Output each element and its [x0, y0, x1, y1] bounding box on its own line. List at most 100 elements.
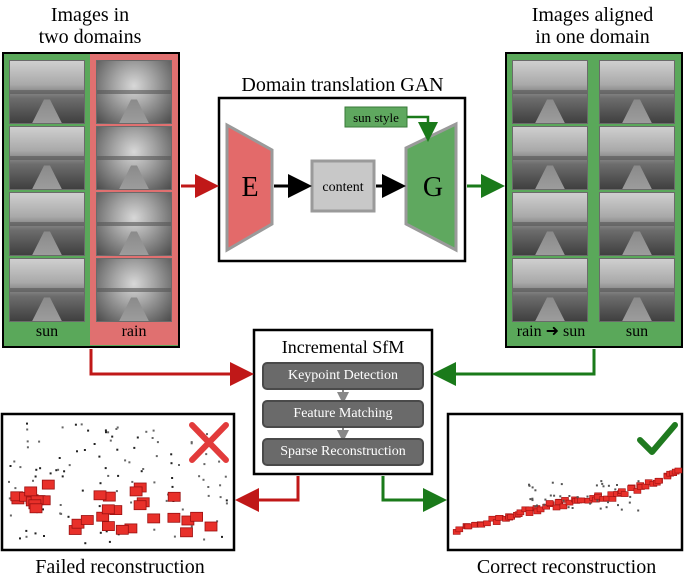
correct-sparse-point [528, 483, 530, 486]
correct-sparse-point [637, 509, 640, 512]
failed-sparse-point [225, 499, 228, 502]
failed-sparse-point [9, 514, 12, 517]
failed-camera-pose [129, 486, 143, 497]
failed-sparse-point [152, 429, 155, 432]
correct-sparse-point [589, 502, 592, 505]
correct-sparse-point [531, 499, 534, 502]
correct-sparse-point [596, 499, 599, 502]
failed-sparse-point [115, 428, 118, 430]
correct-sparse-point [567, 506, 570, 509]
failed-sparse-point [67, 515, 70, 518]
failed-sparse-point [76, 450, 78, 453]
failed-sparse-point [116, 426, 119, 429]
failed-sparse-point [216, 520, 219, 523]
failed-sparse-point [55, 469, 58, 472]
failed-sparse-point [117, 474, 120, 477]
failed-sparse-point [155, 455, 158, 458]
failed-sparse-point [63, 470, 66, 473]
right-arrow-icon: ➜ [545, 323, 560, 340]
failed-sparse-point [124, 459, 127, 462]
correct-camera-pose [516, 509, 525, 516]
correct-reconstruction-panel [446, 412, 684, 552]
correct-sparse-point [553, 494, 556, 497]
failed-camera-pose [102, 521, 115, 531]
failed-sparse-point [131, 480, 134, 483]
rain-column-label: rain [121, 323, 147, 340]
failed-sparse-point [59, 504, 62, 506]
failed-sparse-point [171, 485, 174, 488]
rain-image-1 [96, 60, 172, 124]
failed-sparse-point [224, 475, 227, 478]
left-caption-line1: Images in [50, 4, 130, 26]
failed-sparse-point [116, 448, 119, 451]
failed-point-cloud [8, 422, 228, 545]
correct-camera-pose [559, 503, 568, 510]
failed-sparse-point [49, 472, 52, 475]
failed-sparse-point [81, 489, 84, 492]
failed-sparse-point [156, 441, 159, 444]
failed-sparse-point [206, 433, 208, 436]
failed-sparse-point [58, 457, 61, 459]
correct-sparse-point [620, 508, 623, 511]
correct-sparse-point [616, 484, 618, 486]
rain-image-2 [96, 126, 172, 190]
rain-image-3 [96, 192, 172, 256]
failed-sparse-point [205, 453, 208, 456]
sfm-step-keypoint-detection: Keypoint Detection [262, 362, 424, 390]
failed-sparse-point [19, 466, 22, 469]
failed-sparse-point [34, 532, 37, 535]
failed-sparse-point [8, 497, 11, 500]
rain-image-4 [96, 258, 172, 322]
right-caption: Images aligned in one domain [500, 4, 685, 48]
failed-sparse-point [225, 502, 228, 505]
correct-sparse-point [599, 507, 602, 510]
failed-sparse-point [170, 462, 173, 465]
failed-camera-pose [93, 490, 107, 501]
failed-camera-pose [190, 511, 204, 522]
correct-sparse-point [559, 495, 562, 498]
correct-sparse-point [562, 499, 565, 502]
failed-sparse-point [219, 496, 222, 499]
failed-sparse-point [165, 499, 168, 502]
sfm-to-failed-arrow [235, 476, 300, 512]
failed-camera-pose [147, 513, 161, 524]
failed-sparse-point [140, 470, 143, 473]
generator-block [404, 121, 458, 253]
failed-sparse-point [190, 441, 193, 444]
failed-camera-pose [29, 503, 43, 514]
correct-sparse-point [629, 495, 632, 498]
failed-sparse-point [198, 475, 201, 478]
failed-sparse-point [59, 512, 62, 515]
correct-sparse-point [568, 495, 571, 497]
failed-sparse-point [42, 508, 44, 511]
failed-sparse-point [43, 535, 45, 537]
failed-sparse-point [153, 528, 156, 531]
encoder-block [225, 122, 274, 253]
correct-camera-pose [464, 523, 473, 530]
correct-sparse-point [551, 481, 554, 484]
failed-sparse-point [108, 540, 111, 543]
failed-sparse-point [93, 443, 96, 445]
correct-sparse-point [595, 484, 598, 487]
correct-sparse-point [600, 480, 603, 483]
correct-sparse-point [544, 498, 547, 501]
correct-sparse-point [536, 504, 538, 507]
correct-sparse-point [534, 489, 537, 492]
failed-sparse-point [8, 480, 10, 483]
correct-camera-pose [577, 497, 586, 504]
failed-sparse-point [38, 440, 41, 443]
gan-title: Domain translation GAN [241, 74, 444, 96]
aligned-to-sfm-arrow [432, 349, 596, 386]
translated-image-1 [512, 60, 588, 124]
failed-sparse-point [26, 422, 28, 425]
failed-sparse-point [25, 529, 28, 532]
failed-sparse-point [133, 446, 136, 449]
correct-sparse-point [543, 503, 546, 506]
cross-icon [189, 422, 229, 463]
correct-camera-pose [654, 477, 663, 484]
rain-to-sun-from: rain [516, 323, 542, 340]
failed-sparse-point [207, 486, 210, 488]
failed-sparse-point [57, 468, 60, 471]
failed-sparse-point [105, 530, 108, 533]
failed-sparse-point [99, 531, 102, 534]
